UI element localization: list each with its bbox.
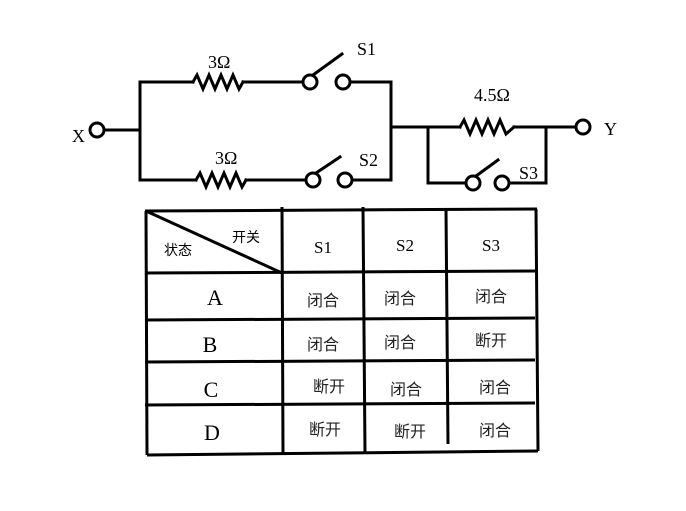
table-cell: 断开 — [474, 331, 507, 350]
label-s3: S3 — [519, 163, 538, 183]
resistor-bottom — [193, 169, 249, 191]
table-header-s2: S2 — [396, 236, 414, 255]
table-cell: 断开 — [312, 377, 345, 396]
table-row-label-b: B — [202, 332, 218, 357]
terminal-y — [574, 118, 592, 136]
label-resistor-top: 3Ω — [208, 52, 230, 72]
label-x: X — [72, 126, 85, 146]
table-cell: 闭合 — [478, 378, 511, 397]
label-resistor-right: 4.5Ω — [474, 85, 510, 105]
terminal-x — [88, 121, 106, 139]
switch-s2-blade — [313, 154, 343, 176]
table-row-label-a: A — [207, 285, 223, 310]
switch-s2-contact — [304, 171, 322, 189]
table-row-label-d: D — [204, 420, 220, 445]
table-header-s3: S3 — [482, 236, 500, 255]
table-corner-state: 状态 — [164, 243, 192, 259]
switch-s1-blade — [310, 51, 345, 78]
resistor-right — [457, 116, 517, 138]
switch-s2-contact — [336, 171, 354, 189]
switch-s3-blade — [473, 157, 501, 179]
table-cell: 闭合 — [474, 287, 507, 306]
resistor-top — [190, 71, 246, 93]
table-cell: 闭合 — [383, 289, 416, 308]
label-s2: S2 — [359, 150, 378, 170]
table-cell: 闭合 — [383, 333, 416, 352]
switch-s1-contact — [301, 73, 319, 91]
table-cell: 闭合 — [389, 380, 422, 399]
state-table-grid — [144, 206, 540, 457]
switch-s3-contact — [464, 174, 482, 192]
label-s1: S1 — [357, 39, 376, 59]
table-cell: 闭合 — [306, 335, 339, 354]
table-row-label-c: C — [203, 377, 219, 402]
table-corner-switch: 开关 — [232, 230, 260, 246]
table-header-s1: S1 — [314, 238, 332, 257]
table-cell: 闭合 — [478, 421, 511, 440]
label-resistor-bottom: 3Ω — [215, 148, 237, 168]
switch-s1-contact — [334, 73, 352, 91]
switch-s3-contact — [493, 174, 511, 192]
table-cell: 闭合 — [306, 291, 339, 310]
label-y: Y — [604, 119, 617, 139]
table-cell: 断开 — [308, 420, 341, 439]
table-cell: 断开 — [393, 422, 426, 441]
